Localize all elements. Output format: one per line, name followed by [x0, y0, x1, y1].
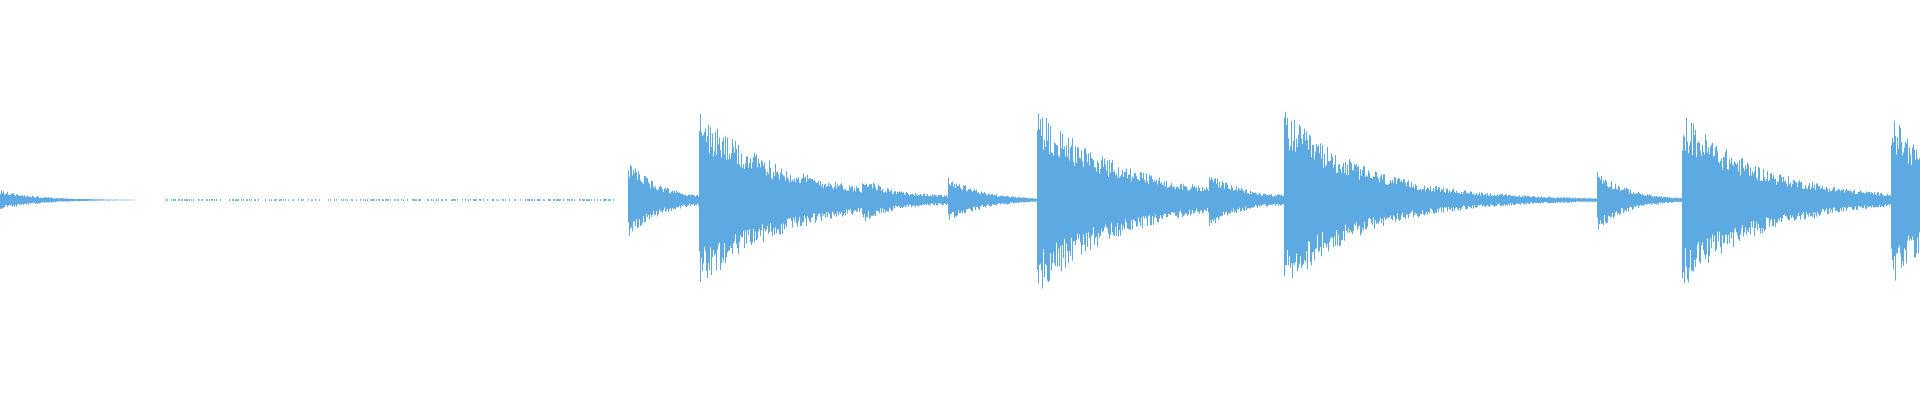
waveform-path	[0, 111, 1920, 289]
